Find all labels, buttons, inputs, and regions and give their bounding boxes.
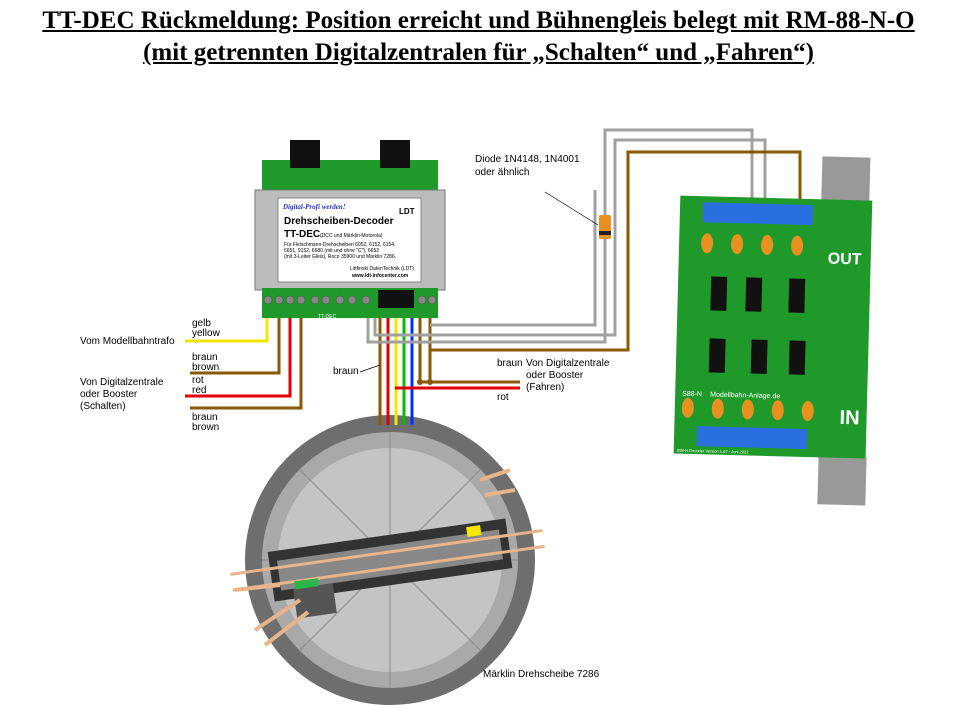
svg-text:6651, 9152, 6680 (mit und ohne: 6651, 9152, 6680 (mit und ohne "C"), 665… [284,248,379,254]
svg-text:(DCC und Märklin-Motorola): (DCC und Märklin-Motorola) [320,233,383,239]
svg-text:www.ldt-infocenter.com: www.ldt-infocenter.com [351,273,409,279]
wire-label-braun-right: braun [497,358,523,369]
wire-label-rot-right: rot [497,392,509,403]
fahren-label-2: oder Booster [526,370,584,381]
svg-text:S88-N Decoder Version 1.07 - J: S88-N Decoder Version 1.07 - Juni 2022 [677,448,750,455]
svg-text:S88-N: S88-N [682,391,702,399]
schalten-label-2: oder Booster [80,389,138,400]
svg-text:Digital-Profi werden!: Digital-Profi werden! [282,203,346,211]
wire-label-rot: rot [192,375,204,386]
svg-text:Littfinski DatenTechnik (LDT): Littfinski DatenTechnik (LDT) [350,266,414,272]
heatsink-left [290,140,320,168]
title-line-1: TT-DEC Rückmeldung: Position erreicht un… [42,7,915,34]
s88-feedback-module: OUT IN S88-N Modellbahn-Anlage.de S88-N … [673,156,873,506]
wire-label-braun-center: braun [333,366,359,377]
diode-label-2: oder ähnlich [475,167,529,178]
svg-text:IN: IN [839,407,860,430]
diode [544,191,611,255]
heatsink-right [380,140,410,168]
svg-text:Für Fleischmann-Drehscheiben 6: Für Fleischmann-Drehscheiben 6052, 6152,… [284,242,395,248]
svg-text:TT-DEC: TT-DEC [284,229,320,240]
svg-text:(mit 3-Leiter Gleis), Roco 359: (mit 3-Leiter Gleis), Roco 35900 und Mär… [284,254,396,260]
wire-label-gelb: gelb [192,318,211,329]
wire-label-brown: brown [192,362,219,373]
title-line-2: (mit getrennten Digitalzentralen für „Sc… [143,39,814,66]
svg-text:OUT: OUT [828,250,862,268]
schalten-label-3: (Schalten) [80,401,126,412]
turntable [230,415,545,705]
wires-left [185,300,303,410]
wire-label-braun-2: braun [192,412,218,423]
turntable-label: Märklin Drehscheibe 7286 [483,669,600,680]
fahren-label-3: (Fahren) [526,382,564,393]
wire-label-brown-2: brown [192,422,219,433]
turntable-bridge [230,518,545,619]
wires-turntable [366,128,802,425]
svg-text:LDT: LDT [399,207,415,216]
svg-text:Drehscheiben-Decoder: Drehscheiben-Decoder [284,216,394,227]
diode-label-1: Diode 1N4148, 1N4001 [475,154,580,165]
wire-label-braun: braun [192,352,218,363]
schalten-label-1: Von Digitalzentrale [80,377,164,388]
fahren-label-1: Von Digitalzentrale [526,358,610,369]
rj45-out [821,156,871,203]
wire-label-red: red [192,385,206,396]
svg-text:Modellbahn-Anlage.de: Modellbahn-Anlage.de [710,391,780,400]
wire-label-yellow: yellow [192,328,221,339]
trafo-label: Vom Modellbahntrafo [80,336,175,347]
tt-dec-decoder: Digital-Profi werden! Drehscheiben-Decod… [254,140,446,320]
rj45-in [817,456,867,506]
svg-text:TT-DEC: TT-DEC [318,314,336,320]
